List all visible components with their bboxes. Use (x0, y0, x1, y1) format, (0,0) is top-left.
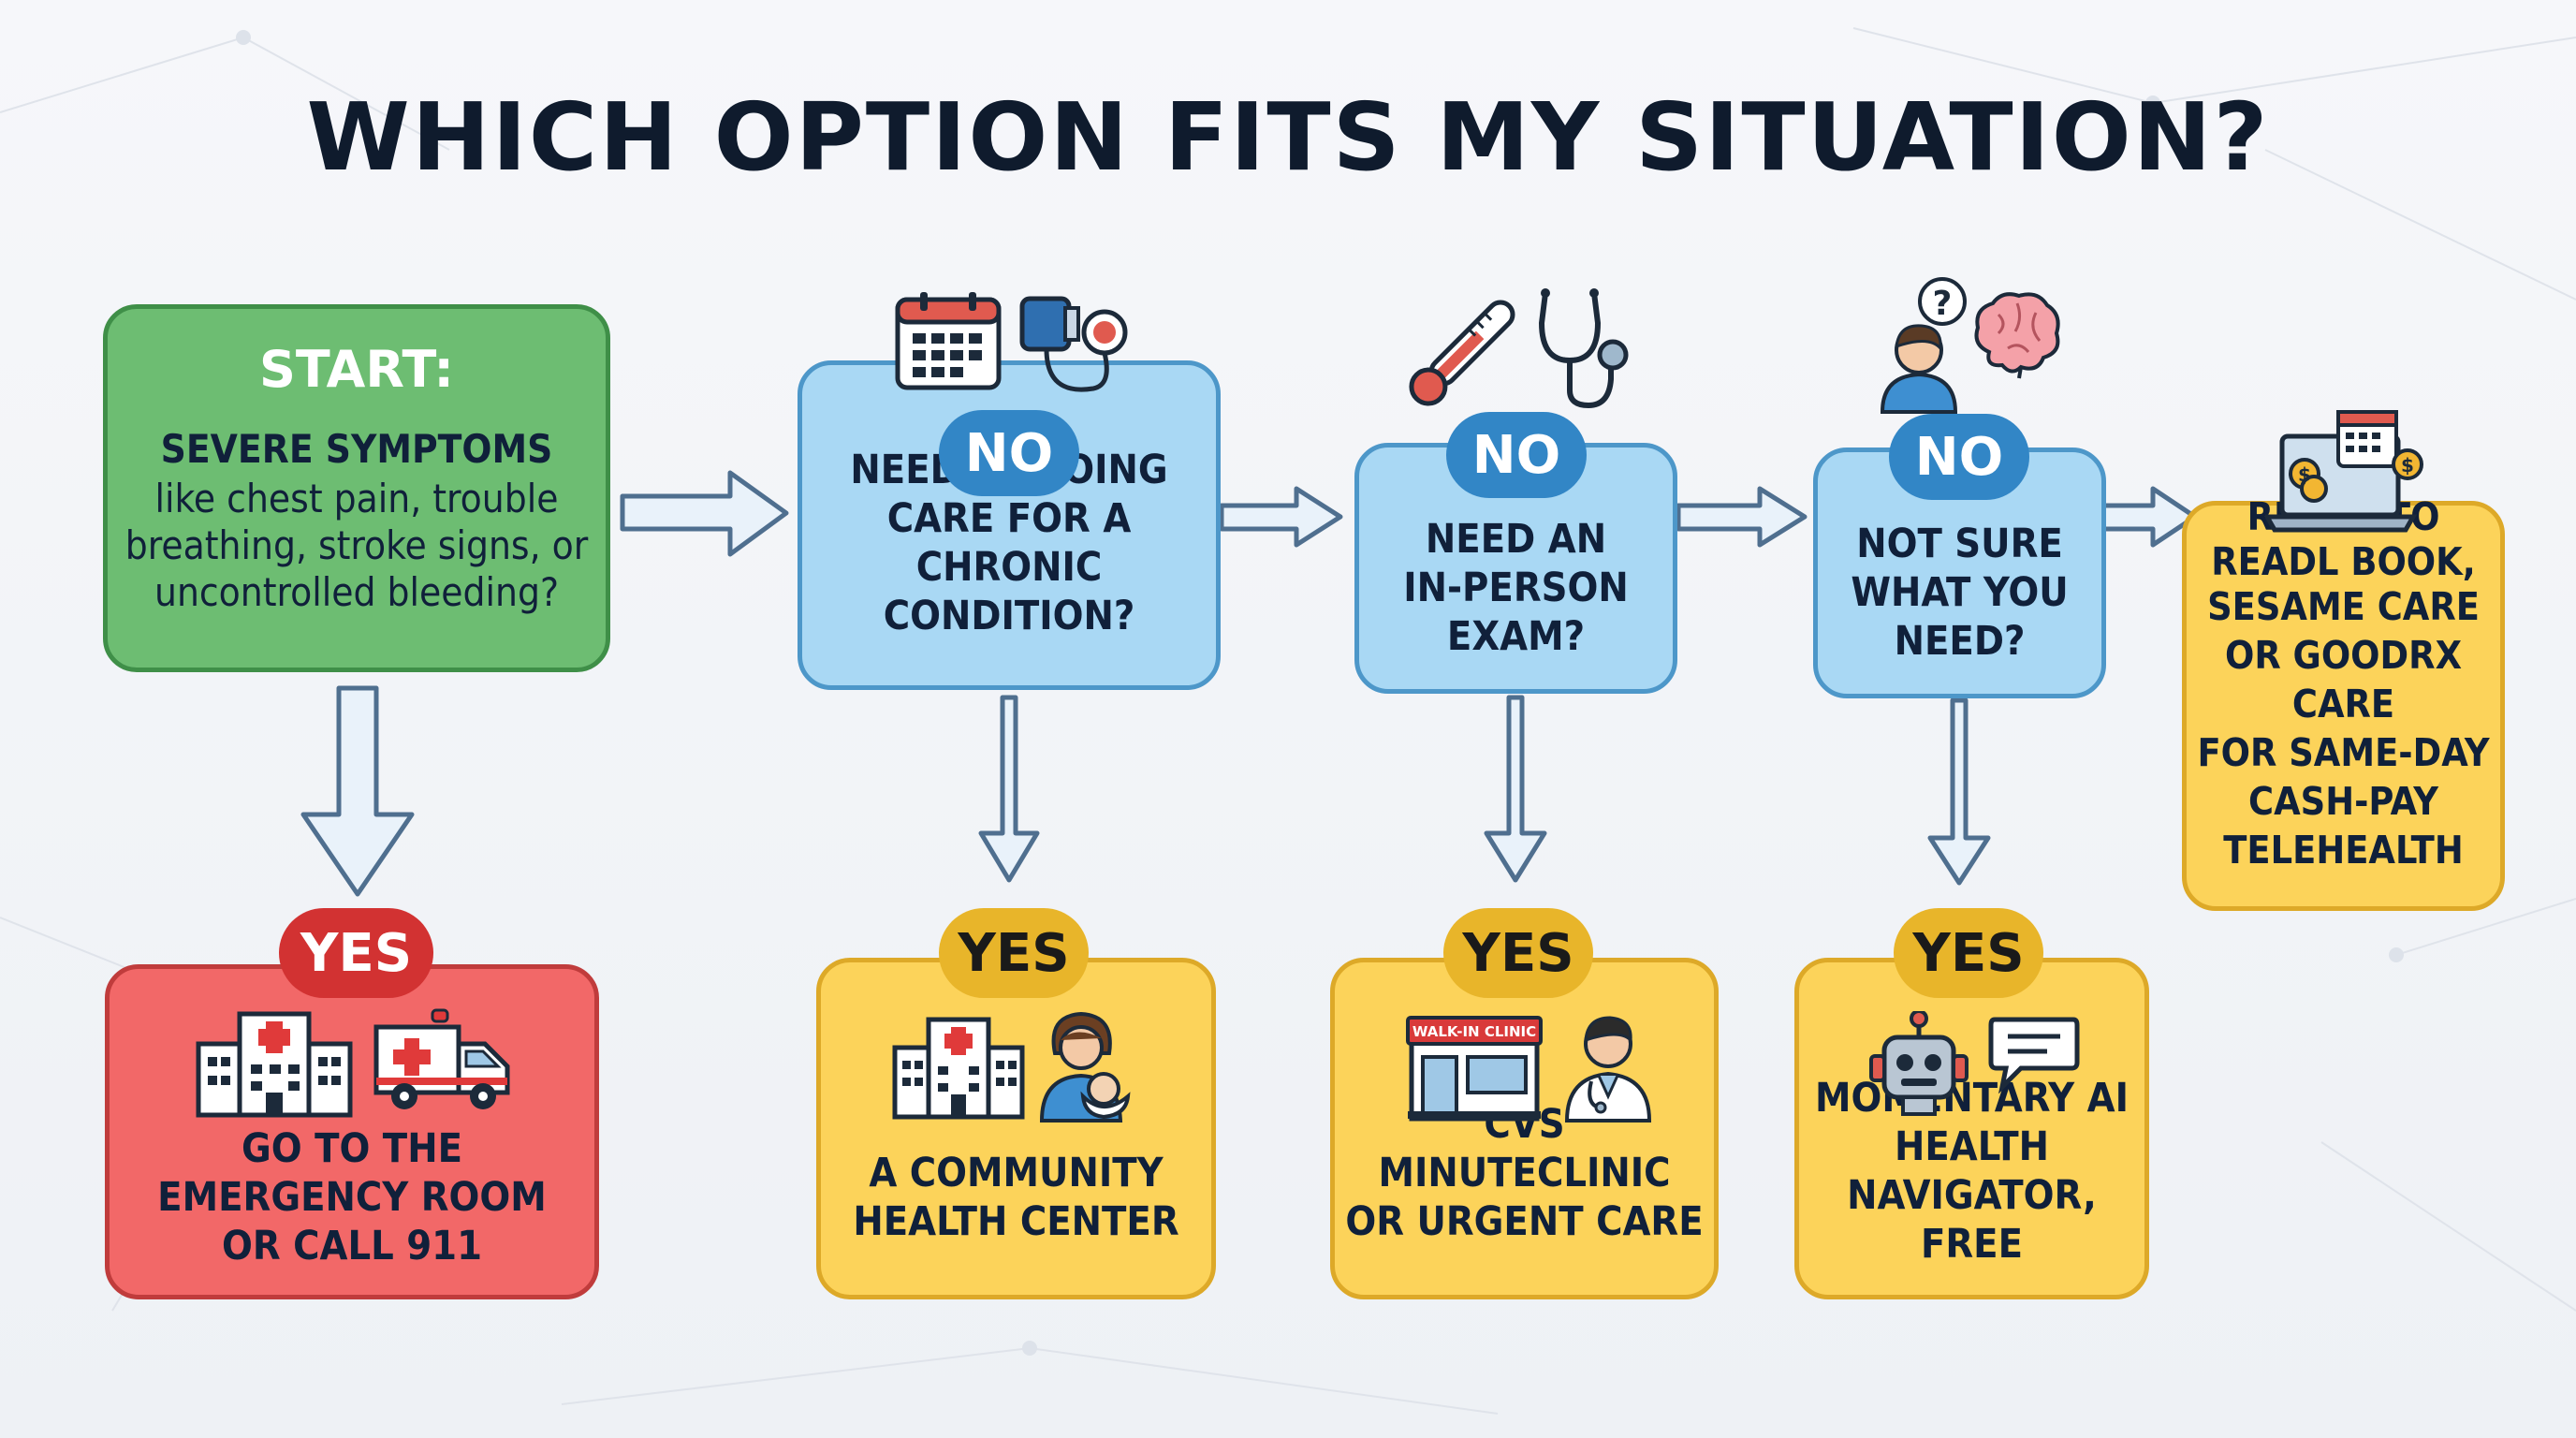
final-line-7: TELEHEALTH (2223, 828, 2464, 873)
svg-text:?: ? (1933, 285, 1953, 323)
svg-text:$: $ (2298, 463, 2311, 486)
community-hospital-icon (892, 1017, 1025, 1120)
final-line-6: CASH-PAY (2248, 779, 2438, 824)
r0-line-3: OR CALL 911 (222, 1223, 482, 1269)
q3-line-3: NEED? (1894, 618, 2026, 665)
arrow-q3-to-final (2094, 486, 2198, 548)
start-box: START: SEVERE SYMPTOMS like chest pain, … (103, 304, 610, 672)
final-line-2: READL BOOK, (2211, 539, 2476, 584)
q1-line-2: CARE FOR A CHRONIC (886, 495, 1132, 591)
r0-yes-badge: YES (279, 908, 433, 998)
hospital-icon (196, 1011, 353, 1118)
r0-line-2: EMERGENCY ROOM (157, 1174, 547, 1221)
start-line-2: breathing, stroke signs, or (124, 522, 589, 568)
thermometer-icon (1409, 300, 1515, 406)
q2-line-3: EXAM? (1446, 613, 1586, 660)
r3-line-2: HEALTH (1894, 1123, 2050, 1170)
walk-in-clinic-sign: WALK-IN CLINIC (1412, 1023, 1536, 1040)
start-heading: START: (259, 340, 454, 399)
arrow-q1-down (978, 695, 1040, 883)
arrow-start-to-q1 (620, 470, 789, 557)
r1-yes-badge: YES (939, 908, 1089, 998)
arrow-start-down (300, 685, 415, 897)
r2-yes-badge: YES (1443, 908, 1593, 998)
start-line-1: like chest pain, trouble (154, 476, 559, 521)
ambulance-icon (373, 1008, 510, 1109)
doctor-icon (1564, 1016, 1652, 1123)
arrow-q2-to-q3 (1676, 486, 1808, 548)
stethoscope-icon (1538, 288, 1629, 409)
q3-line-2: WHAT YOU (1851, 569, 2069, 616)
r3-line-3: NAVIGATOR, FREE (1847, 1172, 2097, 1268)
nurse-baby-icon (1039, 1011, 1131, 1123)
minuteclinic-box: CVS MINUTECLINIC OR URGENT CARE (1330, 958, 1719, 1299)
final-line-3: SESAME CARE (2207, 584, 2480, 629)
page-title: WHICH OPTION FITS MY SITUATION? (306, 82, 2270, 192)
q2-line-2: IN-PERSON (1403, 565, 1629, 611)
arrow-q1-to-q2 (1219, 486, 1343, 548)
robot-icon (1869, 1011, 1969, 1116)
arrow-q2-down (1484, 695, 1547, 883)
chat-bubble-icon (1988, 1017, 2080, 1093)
laptop-calendar-icon: $ $ (2265, 410, 2423, 533)
q2-line-1: NEED AN (1425, 516, 1607, 563)
r3-yes-badge: YES (1894, 908, 2043, 998)
brain-icon (1974, 292, 2060, 379)
r3-line-1: MOMENTARY AI (1815, 1075, 2129, 1122)
final-line-5: FOR SAME-DAY (2197, 730, 2490, 775)
arrow-q3-down (1927, 697, 1991, 886)
q2-no-badge: NO (1446, 412, 1587, 498)
q1-no-badge: NO (939, 410, 1079, 496)
walk-in-clinic-icon: WALK-IN CLINIC (1406, 1016, 1543, 1122)
r1-line-1: A COMMUNITY (869, 1150, 1164, 1196)
q3-no-badge: NO (1889, 414, 2029, 500)
svg-text:$: $ (2401, 454, 2414, 477)
q3-line-1: NOT SURE (1856, 521, 2063, 567)
r2-line-2: OR URGENT CARE (1345, 1198, 1704, 1245)
calendar-icon (895, 292, 1002, 390)
telehealth-box: READY TO READL BOOK, SESAME CARE OR GOOD… (2182, 494, 2505, 911)
question-in-person-box: NEED AN IN-PERSON EXAM? (1354, 443, 1677, 694)
start-bold: SEVERE SYMPTOMS (160, 426, 553, 472)
ai-navigator-box: MOMENTARY AI HEALTH NAVIGATOR, FREE (1794, 958, 2149, 1299)
final-line-4: OR GOODRX CARE (2224, 633, 2463, 726)
question-person-icon: ? (1880, 277, 1967, 414)
emergency-room-box: GO TO THE EMERGENCY ROOM OR CALL 911 (105, 964, 599, 1299)
community-health-box: A COMMUNITY HEALTH CENTER (816, 958, 1216, 1299)
r1-line-2: HEALTH CENTER (853, 1198, 1179, 1245)
blood-pressure-icon (1019, 296, 1128, 392)
r0-line-1: GO TO THE (241, 1125, 463, 1172)
q1-line-3: CONDITION? (883, 593, 1135, 639)
start-line-3: uncontrolled bleeding? (154, 569, 560, 615)
